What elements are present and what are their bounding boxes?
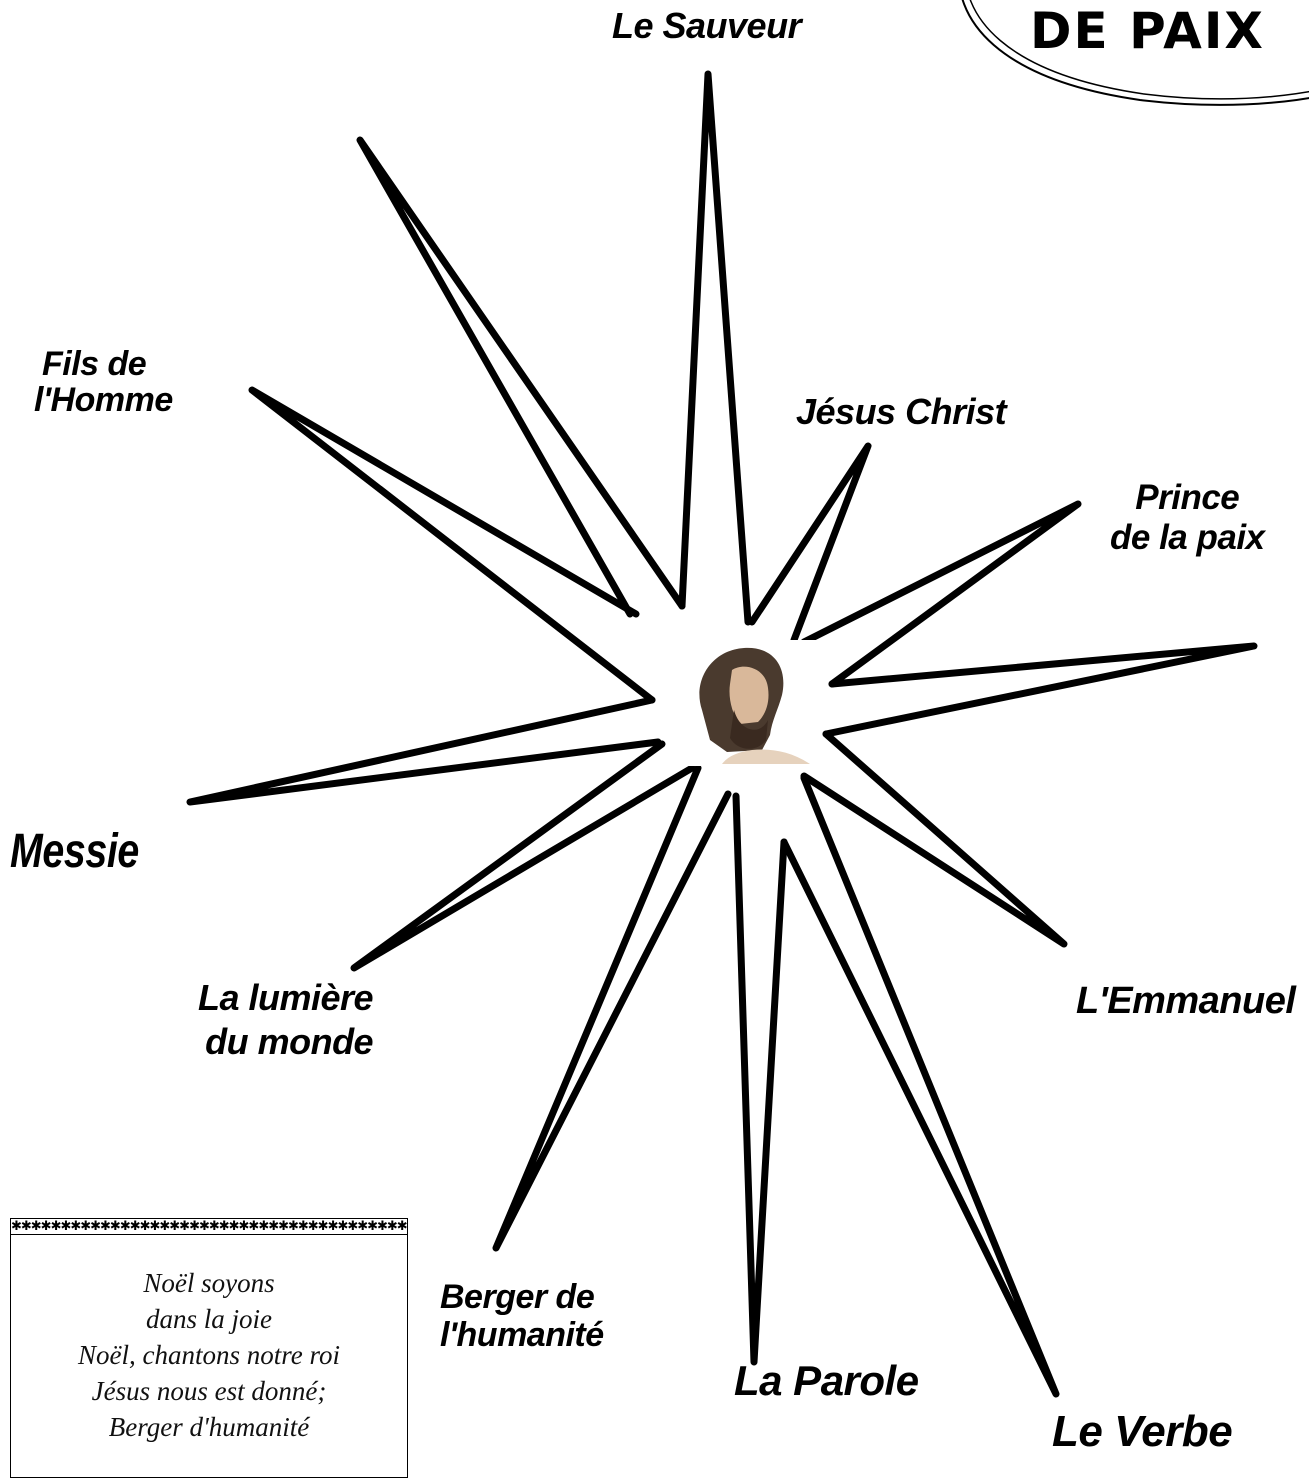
label-la-parole: La Parole <box>734 1360 919 1402</box>
ray-le-sauveur <box>682 74 748 622</box>
poem-line: Berger d'humanité <box>11 1409 407 1445</box>
jesus-portrait <box>682 640 816 766</box>
label-lemmanuel: L'Emmanuel <box>1076 982 1295 1020</box>
banner-title: DE PAIX <box>1030 2 1265 60</box>
ray-jesus-christ <box>752 446 868 640</box>
label-jesus-christ: Jésus Christ <box>796 394 1006 430</box>
label-berger-de-lhumanite: Berger de l'humanité <box>440 1278 604 1354</box>
ray-messie <box>190 700 658 802</box>
label-la-lumiere-du-monde: La lumière du monde <box>198 976 373 1064</box>
label-fils-de-lhomme: Fils de l'Homme <box>34 346 173 418</box>
star-pattern-border: ✱✱✱✱✱✱✱✱✱✱✱✱✱✱✱✱✱✱✱✱✱✱✱✱✱✱✱✱✱✱✱✱✱✱✱✱✱✱✱✱… <box>11 1219 407 1235</box>
poem-line: Noël soyons <box>11 1265 407 1301</box>
poem-line: Noël, chantons notre roi <box>11 1337 407 1373</box>
ray-lemmanuel <box>804 734 1064 944</box>
poem-text: Noël soyons dans la joie Noël, chantons … <box>11 1235 407 1445</box>
label-le-verbe: Le Verbe <box>1052 1410 1232 1454</box>
ray-right <box>826 646 1254 734</box>
ray-le-verbe <box>784 778 1056 1394</box>
poem-box: ✱✱✱✱✱✱✱✱✱✱✱✱✱✱✱✱✱✱✱✱✱✱✱✱✱✱✱✱✱✱✱✱✱✱✱✱✱✱✱✱… <box>10 1218 408 1478</box>
label-messie: Messie <box>10 828 139 876</box>
ray-prince-de-la-paix <box>804 504 1078 684</box>
ray-la-parole <box>736 796 784 1362</box>
poem-line: dans la joie <box>11 1301 407 1337</box>
poem-line: Jésus nous est donné; <box>11 1373 407 1409</box>
label-prince-de-la-paix: Prince de la paix <box>1110 478 1265 558</box>
label-le-sauveur: Le Sauveur <box>612 8 801 44</box>
